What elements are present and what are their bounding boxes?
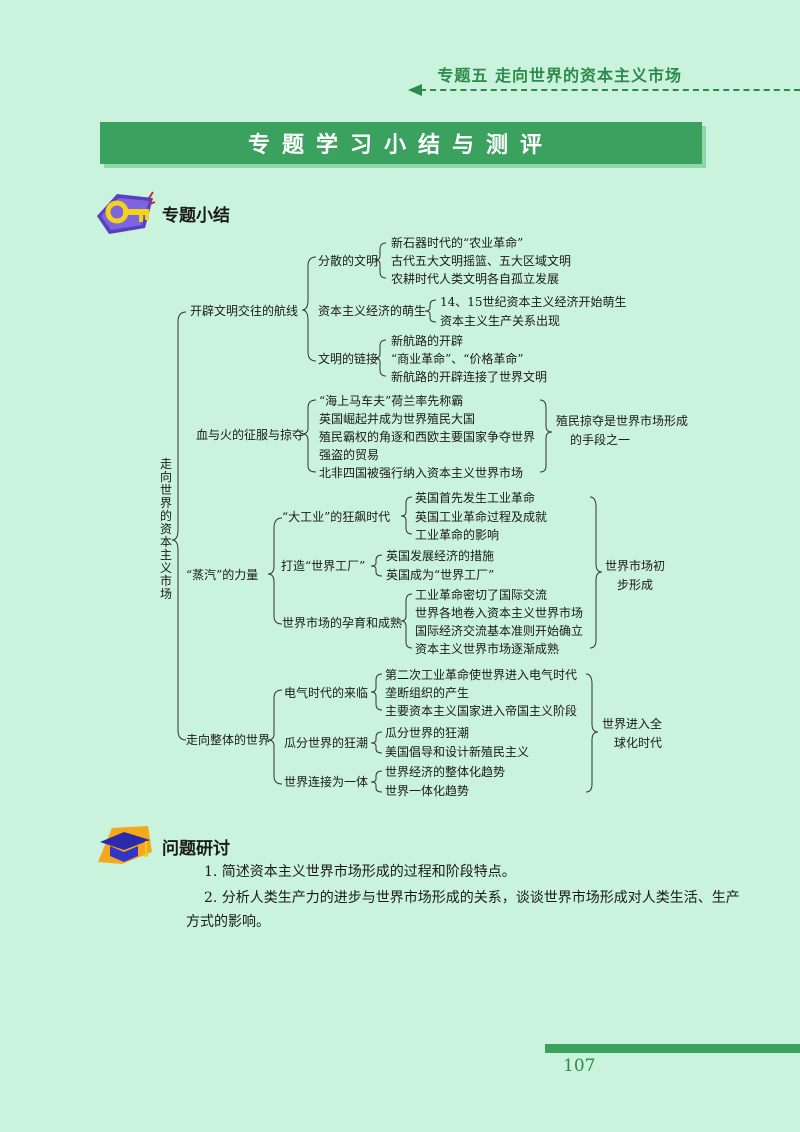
list-item: “海上马车夫”荷兰率先称霸 [319,394,464,408]
branch-result: 世界市场初 [605,559,666,573]
list-item: 殖民霸权的角逐和西欧主要国家争夺世界 [319,430,536,444]
list-item: 强盗的贸易 [319,448,380,462]
branch-result: 世界进入全 [602,717,663,731]
group-label: 电气时代的来临 [284,686,369,700]
footer-bar [545,1044,800,1053]
graduation-cap-icon [92,822,156,866]
list-item: 英国发展经济的措施 [386,549,495,563]
list-item: 新航路的开辟连接了世界文明 [391,370,548,384]
branch-label: “蒸汽”的力量 [186,568,259,582]
branch-result: 的手段之一 [570,433,631,447]
list-item: “商业革命”、“价格革命” [391,352,524,366]
group-label: 文明的链接 [318,352,379,366]
branch-label: 血与火的征服与掠夺 [196,428,305,442]
header-divider [420,89,800,91]
key-icon [95,188,157,238]
list-item: 英国工业革命过程及成就 [415,510,548,524]
discussion-heading: 问题研讨 [162,839,230,859]
list-item: 英国首先发生工业革命 [415,491,536,505]
list-item: 国际经济交流基本准则开始确立 [415,624,584,638]
list-item: 英国崛起并成为世界殖民大国 [319,412,476,426]
list-item: 世界经济的整体化趋势 [385,765,506,779]
list-item: 工业革命密切了国际交流 [415,588,548,602]
page-number: 107 [563,1056,596,1076]
banner-title: 专题学习小结与测评 [247,133,554,158]
list-item: 垄断组织的产生 [385,686,470,700]
branch-result: 殖民掠夺是世界市场形成 [556,414,689,428]
group-label: 打造“世界工厂” [281,559,366,573]
question-1: 1. 简述资本主义世界市场形成的过程和阶段特点。 [204,864,516,880]
summary-heading: 专题小结 [162,206,230,226]
list-item: 瓜分世界的狂潮 [385,726,470,740]
list-item: 北非四国被强行纳入资本主义世界市场 [319,466,524,480]
list-item: 新航路的开辟 [391,334,464,348]
list-item: 英国成为“世界工厂” [386,568,495,582]
list-item: 工业革命的影响 [415,528,500,542]
branch-result: 球化时代 [614,736,663,750]
chapter-title: 专题五 走向世界的资本主义市场 [437,66,682,85]
group-label: “大工业”的狂飙时代 [282,510,391,524]
list-item: 农耕时代人类文明各自孤立发展 [391,272,560,286]
branch-result: 步形成 [617,578,654,592]
list-item: 主要资本主义国家进入帝国主义阶段 [385,704,578,718]
group-label: 资本主义经济的萌生 [318,304,427,318]
question-2-continued: 方式的影响。 [186,914,270,930]
group-label: 瓜分世界的狂潮 [284,736,369,750]
group-label: 世界连接为一体 [284,775,369,789]
mindmap-root: 走向世界的资本主义市场 [159,457,172,601]
list-item: 14、15世纪资本主义经济开始萌生 [440,295,627,309]
section-banner: 专题学习小结与测评 [100,122,702,164]
question-2: 2. 分析人类生产力的进步与世界市场形成的关系，谈谈世界市场形成对人类生活、生产 [204,890,740,906]
list-item: 资本主义生产关系出现 [440,314,561,328]
list-item: 世界各地卷入资本主义世界市场 [415,606,584,620]
branch-label: 走向整体的世界 [186,733,271,747]
arrow-left-icon [408,84,422,96]
group-label: 分散的文明 [318,254,379,268]
list-item: 第二次工业革命使世界进入电气时代 [385,668,578,682]
branch-label: 开辟文明交往的航线 [190,304,299,318]
list-item: 世界一体化趋势 [385,784,470,798]
list-item: 资本主义世界市场逐渐成熟 [415,642,560,656]
list-item: 古代五大文明摇篮、五大区域文明 [391,254,572,268]
list-item: 美国倡导和设计新殖民主义 [385,745,530,759]
group-label: 世界市场的孕育和成熟 [282,616,403,630]
list-item: 新石器时代的“农业革命” [391,236,524,250]
